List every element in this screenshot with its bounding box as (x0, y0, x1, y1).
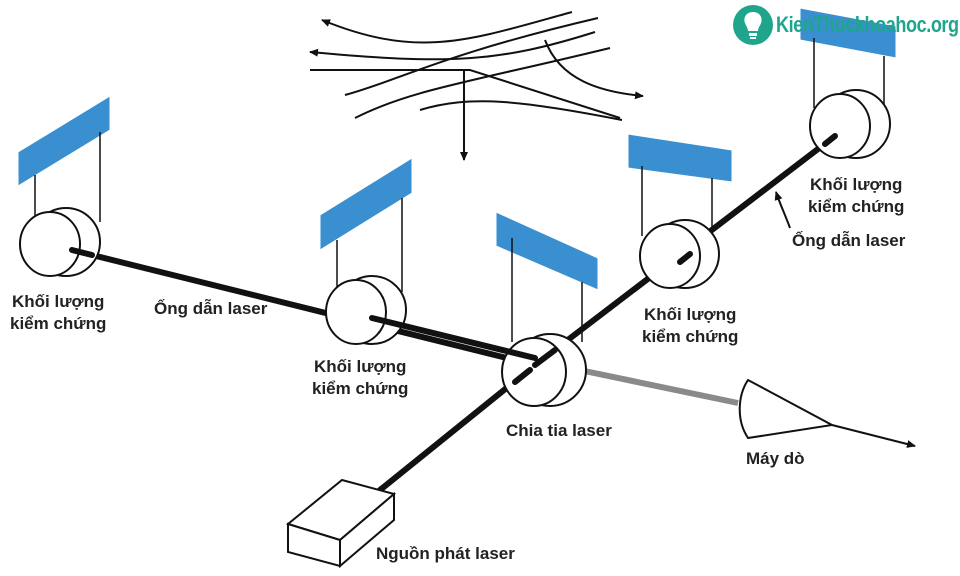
detector-shape (738, 378, 916, 448)
mirror-plate-splitter (495, 211, 599, 291)
tube-joints (69, 133, 838, 385)
mirror-plate-right-far (799, 7, 897, 59)
beam-splitter-cylinder (501, 333, 587, 407)
mirror-plate-mid (319, 157, 413, 251)
laser-source-box (285, 478, 397, 569)
detector-beam (569, 365, 739, 406)
label-laser-tube-left: Ống dẫn laser (154, 299, 268, 318)
label-laser-tube-right: Ống dẫn laser (792, 231, 906, 250)
label-beam-splitter: Chia tia laser (506, 421, 612, 440)
logo-text: KienThuckhoahoc.org (776, 12, 959, 37)
mirror-plate-left (17, 95, 111, 187)
test-mass-right-far-cylinder (809, 89, 891, 159)
test-masses (19, 89, 891, 407)
label-laser-source: Nguồn phát laser (376, 544, 515, 563)
site-logo: KienThuckhoahoc.org (732, 2, 959, 52)
lightbulb-icon (733, 5, 773, 45)
test-mass-left-cylinder (19, 207, 101, 277)
test-mass-right-near-cylinder (639, 219, 720, 289)
mirrors (17, 7, 897, 291)
gravitational-wave-lines (309, 11, 644, 161)
label-detector: Máy dò (746, 449, 805, 468)
test-mass-mid-cylinder (325, 275, 407, 345)
mirror-plate-right-near (627, 133, 733, 183)
tube-pointer-arrow (774, 191, 791, 229)
